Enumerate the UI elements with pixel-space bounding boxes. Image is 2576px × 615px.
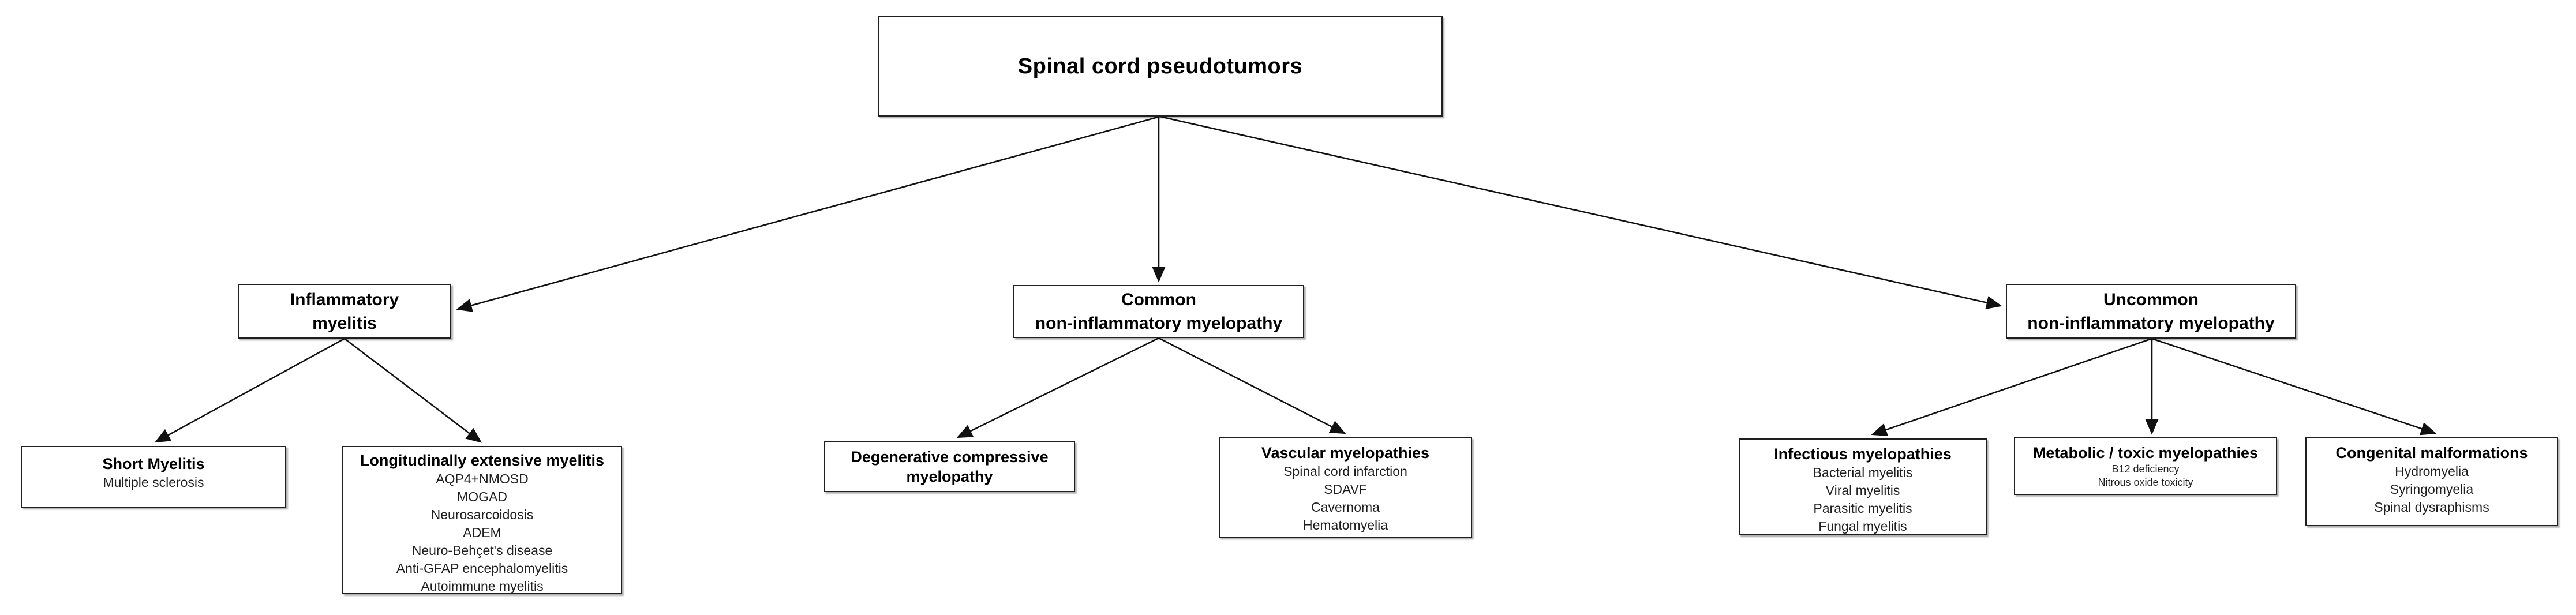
node-item: B12 deficiency bbox=[2111, 463, 2180, 475]
node-title: Congenital malformations bbox=[2335, 444, 2528, 462]
node-longitudinally-extensive-myelitis: Longitudinally extensive myelitis AQP4+N… bbox=[342, 446, 622, 594]
node-title-line: Common bbox=[1121, 290, 1196, 309]
node-item: Viral myelitis bbox=[1825, 483, 1900, 498]
node-infectious-myelopathies: Infectious myelopathies Bacterial myelit… bbox=[1739, 438, 1987, 535]
connector-root-to-inflammatory bbox=[456, 115, 1160, 312]
connector-common-to-degenerative bbox=[956, 337, 1159, 438]
node-item: ADEM bbox=[463, 525, 501, 540]
node-title: Longitudinally extensive myelitis bbox=[360, 452, 605, 469]
node-root: Spinal cord pseudotumors bbox=[878, 16, 1443, 117]
node-item: Hematomyelia bbox=[1303, 518, 1388, 532]
node-uncommon-non-inflammatory: Uncommon non-inflammatory myelopathy bbox=[2006, 284, 2296, 339]
node-title: Vascular myelopathies bbox=[1261, 444, 1430, 462]
node-item: Nitrous oxide toxicity bbox=[2098, 477, 2193, 488]
node-item: Neuro-Behçet's disease bbox=[411, 543, 553, 558]
connector-uncommon-to-infectious bbox=[1871, 337, 2152, 437]
node-item: MOGAD bbox=[457, 489, 507, 504]
node-item: Syringomyelia bbox=[2390, 482, 2474, 497]
node-title-line: myelopathy bbox=[906, 468, 993, 485]
node-title-line: Inflammatory bbox=[290, 290, 399, 309]
node-title-line: non-inflammatory myelopathy bbox=[2027, 313, 2275, 333]
node-item: Spinal dysraphisms bbox=[2374, 500, 2489, 515]
node-item: Neurosarcoidosis bbox=[430, 507, 534, 522]
root-title: Spinal cord pseudotumors bbox=[1017, 54, 1303, 78]
node-metabolic-toxic-myelopathies: Metabolic / toxic myelopathies B12 defic… bbox=[2014, 437, 2277, 495]
node-item: Autoimmune myelitis bbox=[421, 579, 544, 594]
node-item: Spinal cord infarction bbox=[1283, 464, 1407, 479]
node-item: Multiple sclerosis bbox=[103, 475, 204, 490]
node-item: AQP4+NMOSD bbox=[436, 471, 529, 486]
node-short-myelitis: Short Myelitis Multiple sclerosis bbox=[21, 446, 286, 508]
node-item: Parasitic myelitis bbox=[1813, 501, 1912, 516]
node-title: Short Myelitis bbox=[102, 455, 205, 472]
node-title: Metabolic / toxic myelopathies bbox=[2032, 444, 2259, 462]
connector-inflammatory-to-short bbox=[154, 337, 345, 443]
node-vascular-myelopathies: Vascular myelopathies Spinal cord infarc… bbox=[1219, 437, 1472, 538]
node-title-line: non-inflammatory myelopathy bbox=[1035, 314, 1283, 333]
node-item: Bacterial myelitis bbox=[1813, 465, 1913, 480]
node-title-line: myelitis bbox=[312, 313, 377, 333]
node-title: Infectious myelopathies bbox=[1774, 445, 1952, 463]
node-title-line: Degenerative compressive bbox=[851, 448, 1049, 466]
connector-uncommon-to-congenital bbox=[2151, 337, 2437, 436]
node-item: SDAVF bbox=[1324, 482, 1367, 497]
connector-common-to-vascular bbox=[1158, 337, 1346, 434]
node-item: Cavernoma bbox=[1311, 500, 1380, 515]
node-common-non-inflammatory: Common non-inflammatory myelopathy bbox=[1013, 285, 1304, 338]
node-inflammatory-myelitis: Inflammatory myelitis bbox=[238, 284, 451, 339]
node-title-line: Uncommon bbox=[2103, 290, 2199, 309]
connector-inflammatory-to-lem bbox=[344, 337, 482, 443]
node-item: Fungal myelitis bbox=[1818, 519, 1907, 534]
node-item: Hydromyelia bbox=[2395, 464, 2469, 479]
node-degenerative-compressive: Degenerative compressive myelopathy bbox=[824, 441, 1075, 492]
node-congenital-malformations: Congenital malformations Hydromyelia Syr… bbox=[2305, 437, 2558, 526]
connector-root-to-uncommon bbox=[1159, 115, 2002, 309]
node-item: Anti-GFAP encephalomyelitis bbox=[396, 561, 568, 576]
